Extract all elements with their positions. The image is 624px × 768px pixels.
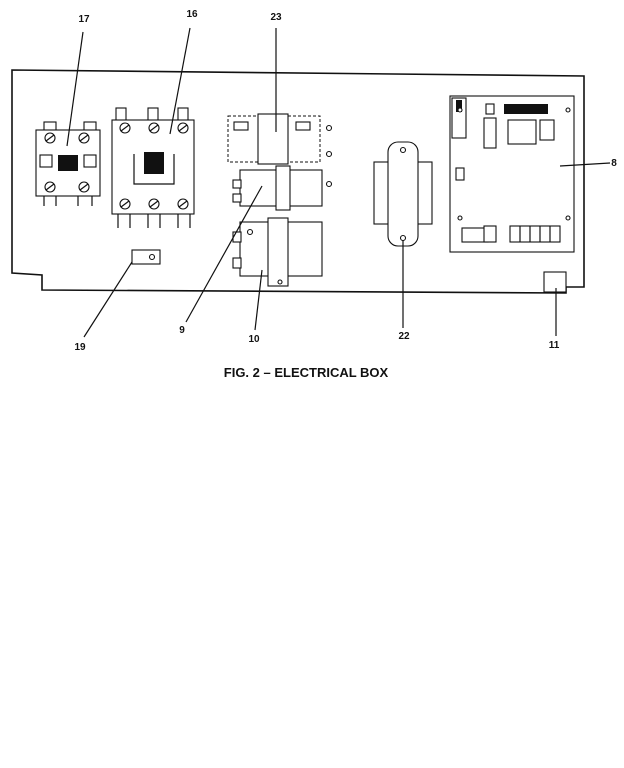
callout-10: 10 <box>248 334 260 345</box>
contactor-large <box>111 107 195 228</box>
callout-22: 22 <box>398 331 410 342</box>
relay-10 <box>232 217 323 287</box>
control-board <box>449 95 575 253</box>
leader-lines <box>66 27 611 338</box>
ground-lug <box>131 249 161 265</box>
callout-8: 8 <box>611 158 617 169</box>
terminal-block <box>543 271 567 293</box>
transformer <box>373 141 433 247</box>
callout-16: 16 <box>186 9 198 20</box>
panel-outline <box>11 69 585 294</box>
callout-9: 9 <box>179 325 185 336</box>
callout-17: 17 <box>78 14 90 25</box>
callout-23: 23 <box>270 12 282 23</box>
callout-11: 11 <box>549 340 560 351</box>
callout-19: 19 <box>74 342 86 353</box>
figure-caption: FIG. 2 – ELECTRICAL BOX <box>224 365 389 380</box>
relay-9 <box>232 165 333 211</box>
relay-dashed <box>227 113 333 165</box>
